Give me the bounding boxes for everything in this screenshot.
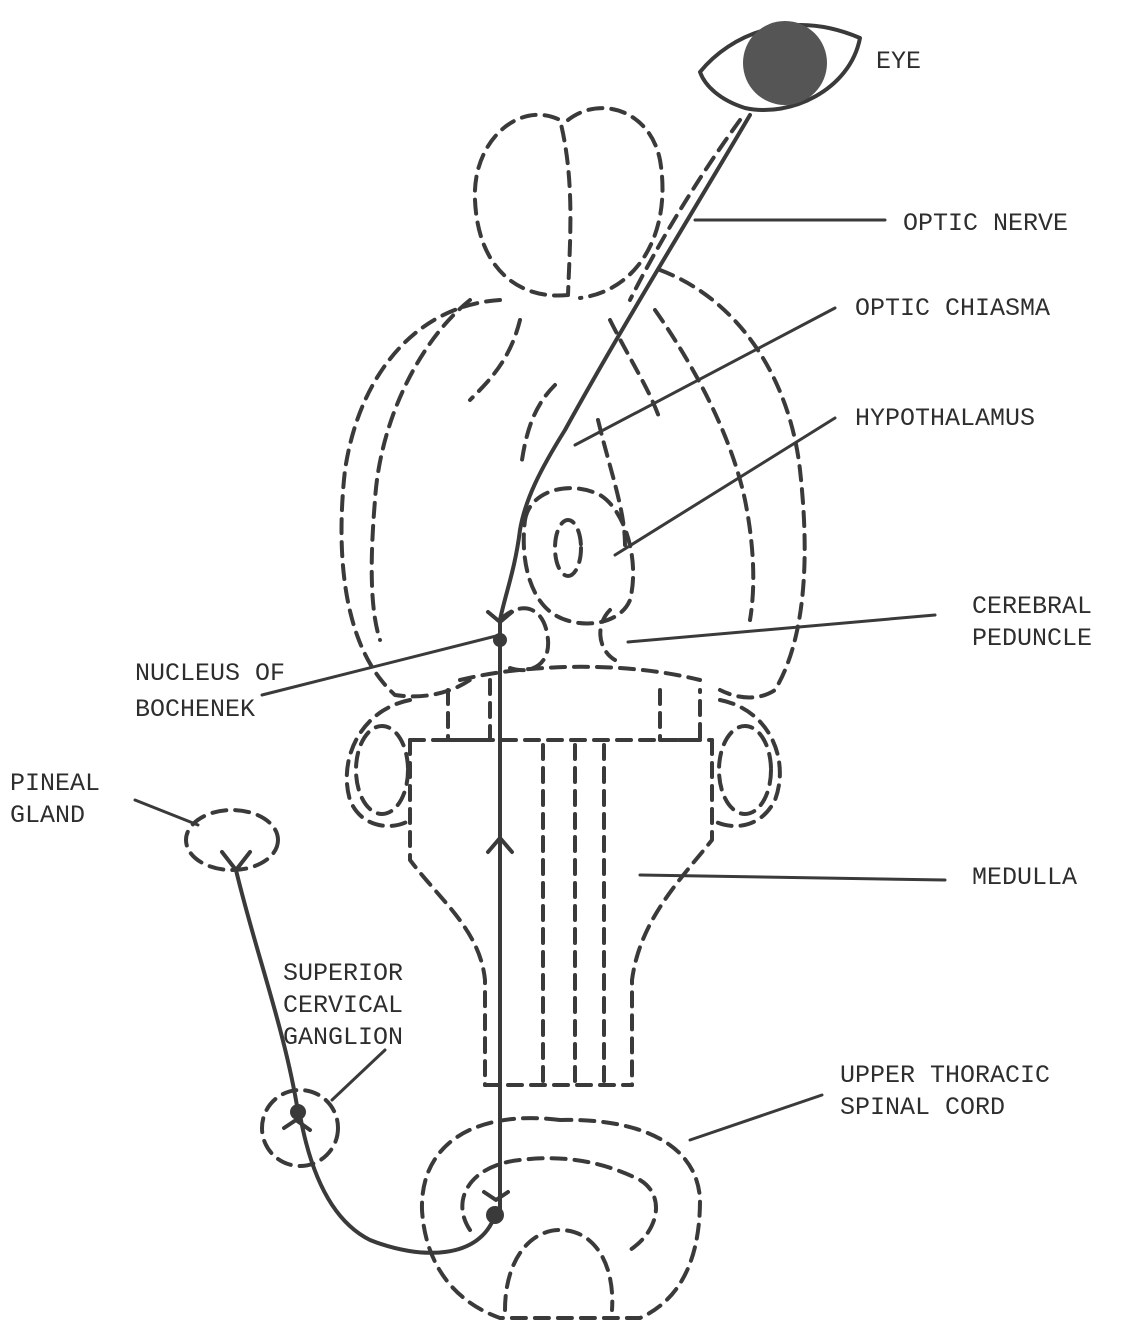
label-medulla: MEDULLA: [972, 863, 1077, 892]
preganglionic-fiber: [300, 1115, 495, 1253]
label-pineal-line1: PINEAL: [10, 769, 100, 798]
leader-upper-thoracic-spinal-cord: [690, 1095, 822, 1140]
superior-cervical-ganglion-outline: [262, 1090, 338, 1166]
hemisphere-left-medial: [470, 320, 520, 400]
leader-pineal-gland: [135, 800, 198, 825]
label-scg-line3: GANGLION: [283, 1023, 403, 1052]
label-hypothalamus: HYPOTHALAMUS: [855, 404, 1035, 433]
label-nucleus-line2: BOCHENEK: [135, 695, 255, 724]
midbrain-bar: [460, 667, 700, 680]
label-pineal-line2: GLAND: [10, 801, 85, 830]
label-nucleus-line1: NUCLEUS OF: [135, 659, 285, 688]
leader-superior-cervical-ganglion: [332, 1050, 385, 1100]
label-spinal-line1: UPPER THORACIC: [840, 1061, 1050, 1090]
label-cerebral-peduncle-line1: CEREBRAL: [972, 592, 1092, 621]
synapse-spinal: [484, 1192, 508, 1200]
label-eye: EYE: [876, 47, 921, 76]
diencephalon-right: [598, 420, 625, 545]
label-cerebral-peduncle-line2: PEDUNCLE: [972, 624, 1092, 653]
label-scg-line2: CERVICAL: [283, 991, 403, 1020]
brain-outline: [342, 108, 805, 1318]
label-optic-chiasma: OPTIC CHIASMA: [855, 294, 1050, 323]
olfactory-bulb-right: [568, 108, 662, 298]
eye: [700, 21, 860, 110]
leader-medulla: [640, 875, 945, 880]
medulla-left-edge: [410, 740, 485, 1085]
label-scg-line1: SUPERIOR: [283, 959, 403, 988]
labels: EYE OPTIC NERVE OPTIC CHIASMA HYPOTHALAM…: [10, 47, 1092, 1122]
spinal-cord-gray-matter: [462, 1158, 656, 1250]
synapse-scg: [284, 1120, 310, 1130]
spinal-cord-ventral-horn: [505, 1230, 612, 1310]
pineal-gland-outline: [186, 810, 278, 870]
midbrain-box-left: [448, 680, 490, 740]
cerebral-hemisphere-left-inner: [372, 300, 470, 640]
medulla-right-edge: [632, 740, 712, 1085]
label-spinal-line2: SPINAL CORD: [840, 1093, 1005, 1122]
midbrain-box-right: [660, 690, 700, 740]
leader-cerebral-peduncle: [628, 615, 935, 642]
eye-pupil: [743, 21, 827, 105]
olfactory-bulb-left: [475, 115, 571, 296]
hypothalamus-outline: [524, 488, 633, 623]
leader-nucleus-of-bochenek: [262, 635, 500, 695]
label-optic-nerve: OPTIC NERVE: [903, 209, 1068, 238]
cerebral-hemisphere-right-inner: [655, 310, 753, 620]
cerebellar-lobe-left-inner: [356, 726, 408, 814]
diencephalon-left: [522, 385, 555, 460]
optic-nerve-dashed-parallel: [630, 120, 740, 300]
cerebellar-lobe-right-inner: [719, 726, 771, 814]
hypothalamus-inner: [555, 520, 581, 576]
